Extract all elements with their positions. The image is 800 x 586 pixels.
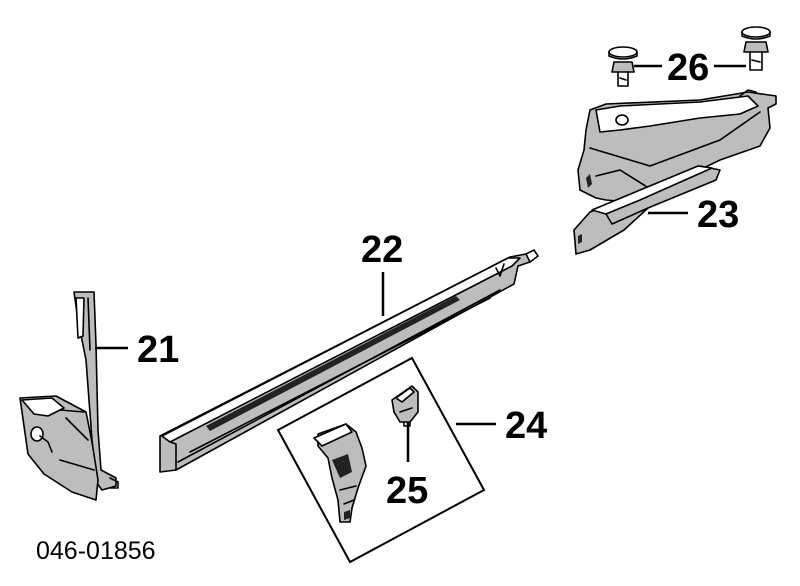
part-24-kit-box — [276, 356, 486, 564]
part-21-pillar-trim — [19, 291, 119, 501]
callout-25: 25 — [386, 470, 428, 512]
callout-22: 22 — [361, 229, 403, 271]
callout-21: 21 — [137, 329, 179, 371]
callout-23: 23 — [697, 194, 739, 236]
callout-24: 24 — [505, 405, 547, 447]
diagram-reference-number: 046-01856 — [36, 537, 156, 565]
part-26-push-clips — [608, 26, 771, 87]
callout-26: 26 — [667, 47, 709, 89]
part-23-rear-trim — [573, 89, 777, 255]
part-22-sill-strip — [159, 249, 539, 473]
